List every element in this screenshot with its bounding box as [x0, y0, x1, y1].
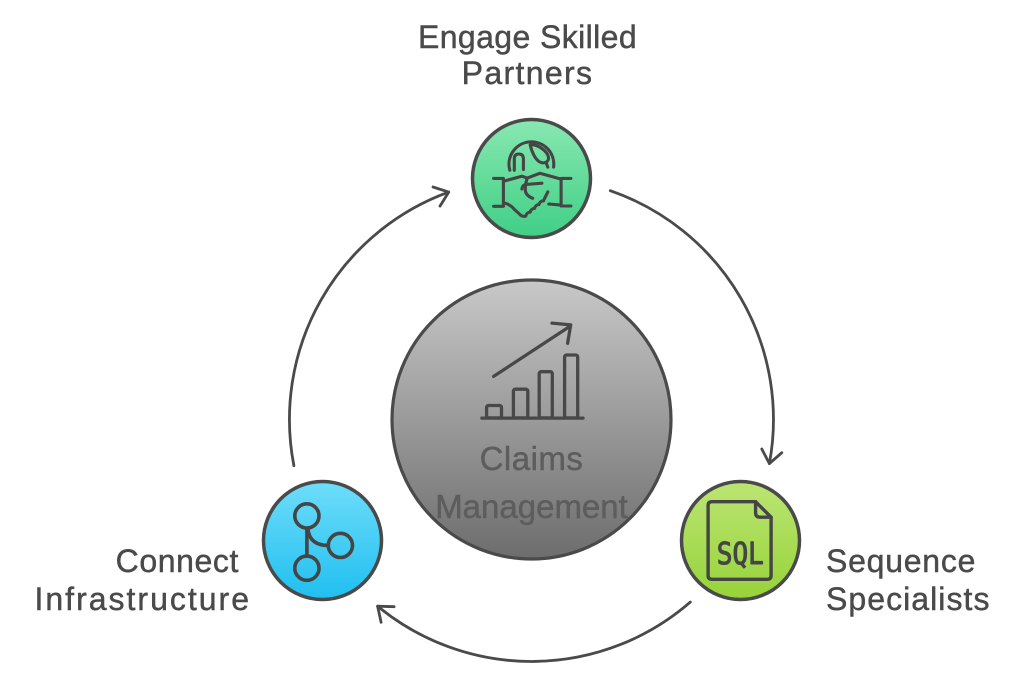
label-line: Sequence [826, 543, 977, 580]
label-engage-skilled-partners: Engage Skilled Partners [377, 19, 678, 93]
arrow-bottom-left [376, 600, 692, 663]
label-line: Specialists [826, 581, 991, 618]
label-line: Connect [115, 543, 239, 580]
label-line: Claims [479, 439, 584, 477]
growth-bar-chart-icon [480, 321, 585, 420]
node-sequence-specialists: SQL [679, 479, 802, 602]
label-line: Infrastructure [34, 581, 251, 618]
arrow-right-down [608, 189, 784, 465]
label-line: Engage Skilled [417, 19, 638, 55]
sql-text: SQL [717, 537, 764, 572]
node-engage-skilled-partners [470, 117, 593, 240]
label-line: Management [435, 487, 628, 525]
sql-document-icon: SQL [706, 500, 773, 581]
label-connect-infrastructure: Connect Infrastructure [0, 543, 249, 619]
node-connect-infrastructure [261, 479, 384, 602]
label-sequence-specialists: Sequence Specialists [826, 543, 1024, 619]
network-nodes-icon [292, 502, 355, 583]
center-circle [390, 278, 673, 561]
label-line: Partners [461, 55, 594, 91]
label-claims-management: Claims Management [381, 435, 682, 531]
arrow-left-up [288, 185, 451, 468]
handshake-globe-icon [492, 140, 573, 218]
